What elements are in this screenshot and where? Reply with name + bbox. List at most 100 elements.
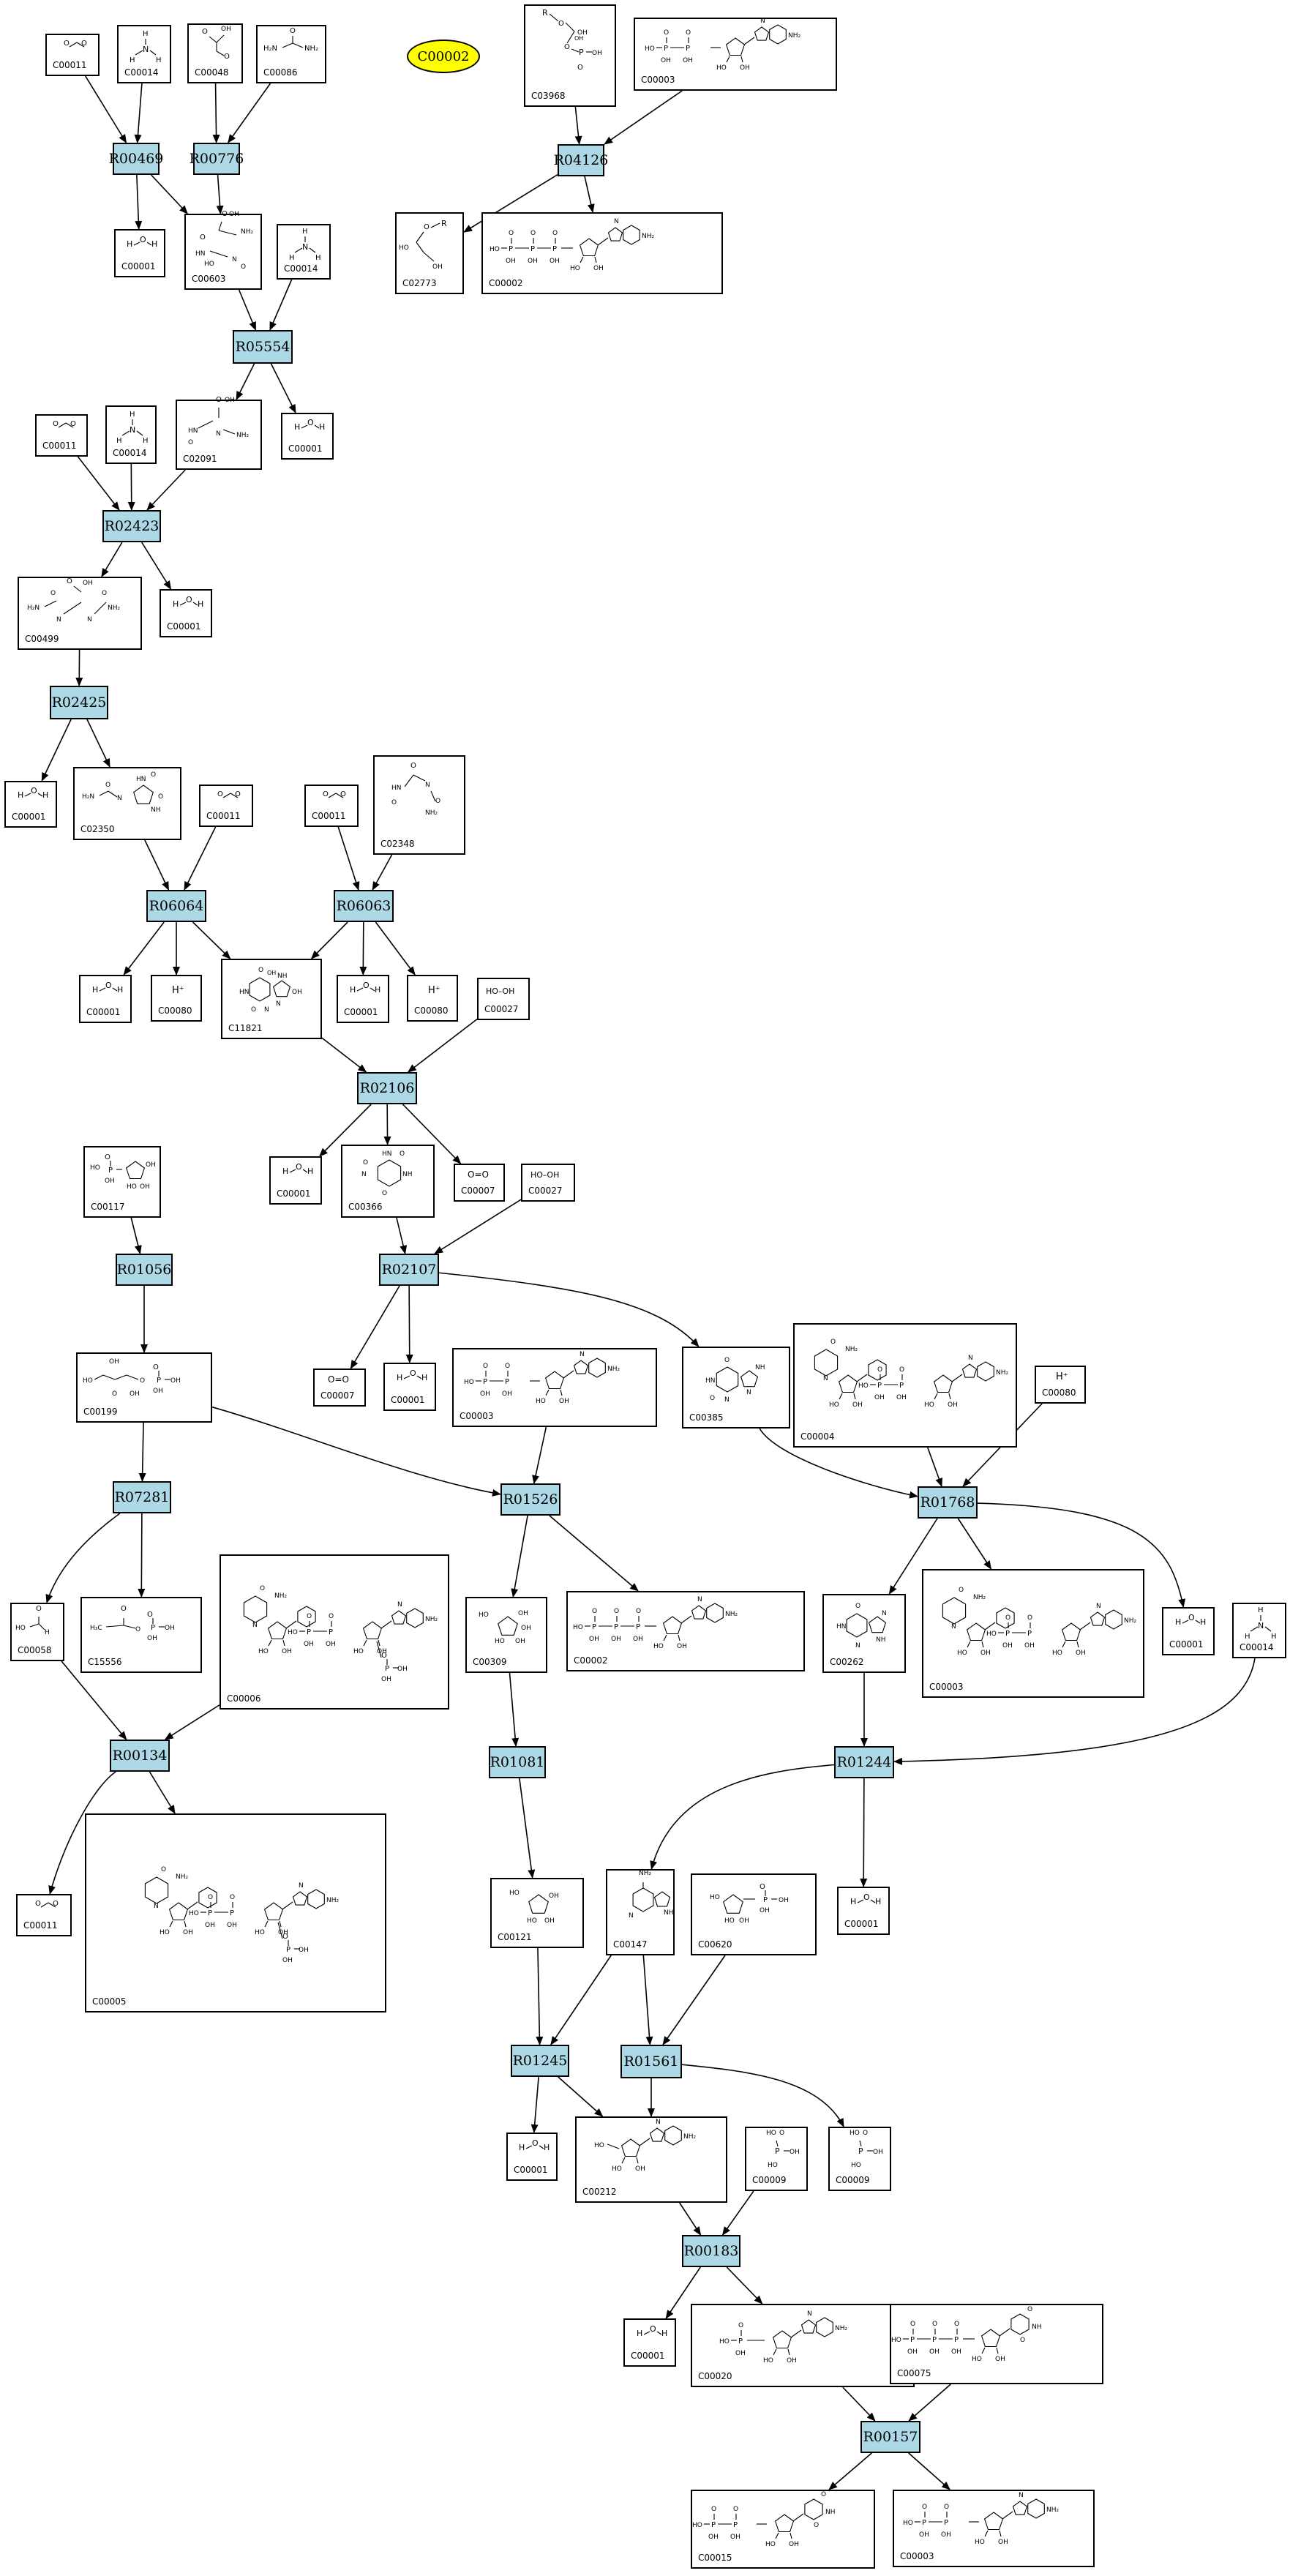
compound-c040[interactable]: H⁺C00080 — [1035, 1366, 1086, 1404]
svg-text:O: O — [483, 1363, 488, 1370]
edge-r02107-to-c036 — [405, 1285, 413, 1363]
reaction-r02425[interactable]: R02425 — [50, 686, 108, 719]
reaction-r01081[interactable]: R01081 — [489, 1746, 546, 1778]
svg-text:NH₂: NH₂ — [835, 2325, 848, 2332]
reaction-r00134[interactable]: R00134 — [110, 1740, 170, 1772]
reaction-r01561[interactable]: R01561 — [620, 2045, 682, 2078]
reaction-r01244[interactable]: R01244 — [834, 1746, 894, 1778]
reaction-r00469[interactable]: R00469 — [109, 143, 163, 175]
reaction-r01768[interactable]: R01768 — [918, 1486, 978, 1519]
reaction-r00157[interactable]: R00157 — [860, 2421, 920, 2453]
reaction-r00776[interactable]: R00776 — [190, 143, 244, 175]
compound-id-label: C02773 — [402, 278, 437, 288]
structure-proton: H⁺ — [1056, 1371, 1068, 1382]
reaction-r07281[interactable]: R07281 — [113, 1481, 171, 1513]
highlighted-compound-c00002[interactable]: C00002 — [407, 40, 480, 73]
reaction-r01526[interactable]: R01526 — [500, 1483, 560, 1516]
edge-r02106-to-c032 — [402, 1104, 462, 1164]
reaction-r02106[interactable]: R02106 — [357, 1072, 417, 1104]
reaction-r01245[interactable]: R01245 — [511, 2045, 569, 2077]
reaction-r02107[interactable]: R02107 — [379, 1254, 439, 1286]
svg-text:H: H — [198, 599, 203, 609]
svg-text:HO: HO — [858, 1382, 869, 1390]
compound-c024[interactable]: H⁺C00080 — [151, 975, 202, 1022]
svg-text:O: O — [814, 2522, 819, 2529]
compound-c027[interactable]: H⁺C00080 — [407, 975, 458, 1022]
edge-r05554-to-c012 — [236, 363, 255, 400]
reaction-r05554[interactable]: R05554 — [233, 330, 293, 364]
svg-text:H: H — [1200, 1617, 1206, 1627]
compound-id-label: C00001 — [1169, 1639, 1204, 1650]
reaction-r00183[interactable]: R00183 — [682, 2235, 740, 2267]
compound-id-label: C00002 — [574, 1655, 608, 1666]
reaction-r06063[interactable]: R06063 — [334, 890, 394, 922]
reaction-r02423[interactable]: R02423 — [102, 510, 161, 542]
reaction-r01056[interactable]: R01056 — [116, 1254, 173, 1286]
reaction-r06064[interactable]: R06064 — [146, 890, 206, 922]
reaction-r04126[interactable]: R04126 — [554, 144, 608, 176]
